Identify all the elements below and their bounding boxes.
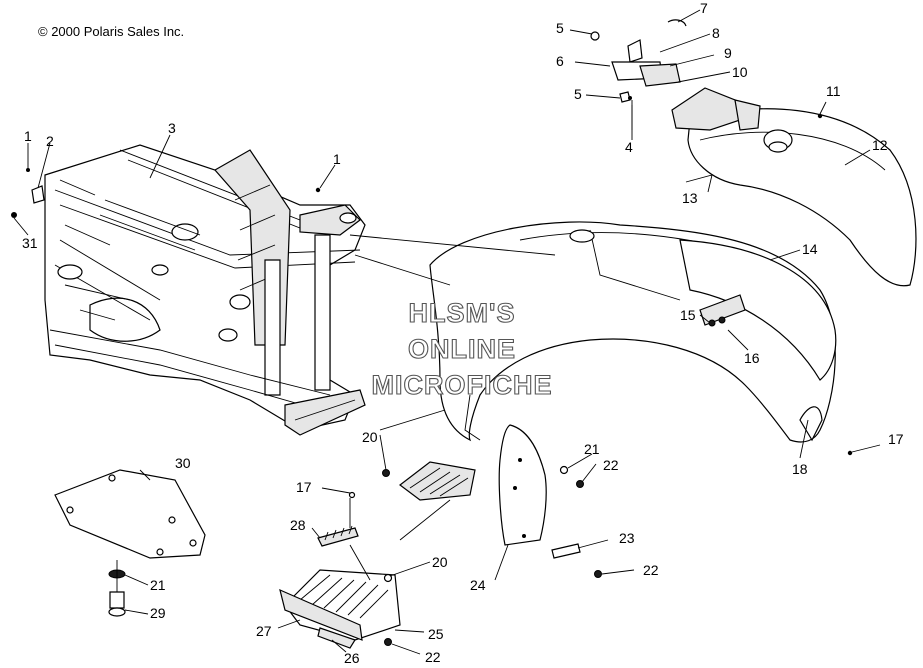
foot-peg-28 <box>317 525 359 547</box>
callout-20: 20 <box>432 554 448 570</box>
callout-26: 26 <box>344 650 360 666</box>
callout-2: 2 <box>46 133 54 149</box>
callout-28: 28 <box>290 517 306 533</box>
watermark-line-3: MICROFICHE <box>372 370 553 400</box>
copyright-text: © 2000 Polaris Sales Inc. <box>38 24 184 39</box>
callout-21: 21 <box>584 441 600 457</box>
callout-17: 17 <box>888 431 904 447</box>
callout-18: 18 <box>792 461 808 477</box>
callout-25: 25 <box>428 626 444 642</box>
callout-labels: 1 2 3 31 1 5 6 7 8 9 10 5 4 11 12 13 14 … <box>22 0 904 666</box>
rear-bracket-hardware <box>590 19 687 130</box>
skid-plate <box>54 469 206 559</box>
skid-plate-bolt <box>108 560 126 617</box>
callout-3: 3 <box>168 120 176 136</box>
callout-13: 13 <box>682 190 698 206</box>
callout-22: 22 <box>603 457 619 473</box>
callout-22: 22 <box>425 649 441 665</box>
rear-fender <box>671 87 917 287</box>
lower-footrest <box>279 569 401 649</box>
callout-6: 6 <box>556 53 564 69</box>
callout-30: 30 <box>175 455 191 471</box>
watermark: HLSM'S ONLINE MICROFICHE <box>371 297 553 400</box>
callout-8: 8 <box>712 25 720 41</box>
callout-21: 21 <box>150 577 166 593</box>
callout-4: 4 <box>625 139 633 155</box>
bracket-23 <box>551 543 581 559</box>
upper-footrest <box>399 461 476 501</box>
callout-15: 15 <box>680 307 696 323</box>
callout-14: 14 <box>802 241 818 257</box>
callout-27: 27 <box>256 623 272 639</box>
leader-lines <box>13 9 881 655</box>
callout-1: 1 <box>333 151 341 167</box>
callout-1: 1 <box>24 128 32 144</box>
callout-17: 17 <box>296 479 312 495</box>
watermark-line-1: HLSM'S <box>409 298 516 328</box>
callout-11: 11 <box>826 83 841 99</box>
front-fender <box>429 221 837 443</box>
callout-29: 29 <box>150 605 166 621</box>
callout-12: 12 <box>872 137 888 153</box>
small-fasteners <box>348 113 853 646</box>
callout-7: 7 <box>700 0 708 16</box>
callout-5: 5 <box>574 86 582 102</box>
callout-20: 20 <box>362 429 378 445</box>
callout-5: 5 <box>556 20 564 36</box>
frame-fasteners <box>11 168 321 218</box>
frame-assembly <box>44 144 366 436</box>
callout-31: 31 <box>22 235 38 251</box>
watermark-line-2: ONLINE <box>408 334 516 364</box>
callout-9: 9 <box>724 45 732 61</box>
callout-23: 23 <box>619 530 635 546</box>
callout-24: 24 <box>470 577 486 593</box>
callout-10: 10 <box>732 64 748 80</box>
callout-16: 16 <box>744 350 760 366</box>
mud-flap <box>498 424 547 546</box>
callout-22: 22 <box>643 562 659 578</box>
